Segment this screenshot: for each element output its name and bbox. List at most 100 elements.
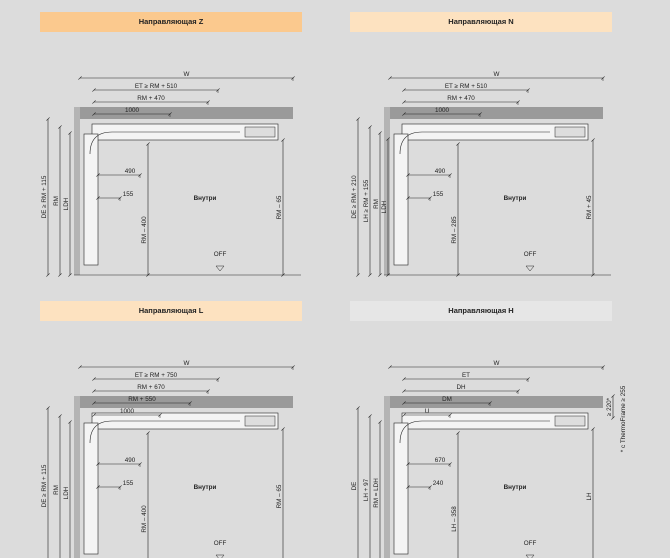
p2-dim-d1-label: ET ≥ RM + 750 xyxy=(135,372,178,379)
p3-dim-center-b-label: 240 xyxy=(433,480,444,487)
p0-dim-left-inner-label: LDH xyxy=(63,197,70,210)
p1-dim-center-c-tick-a xyxy=(456,142,460,146)
p3-dim-d4-label: U xyxy=(425,408,430,415)
p0-dim-left-outer-tick-b xyxy=(46,273,50,277)
p2-dim-center-c-label: RM – 400 xyxy=(141,505,148,533)
panel-title-z: Направляющая Z xyxy=(40,12,302,32)
p2-dim-center-b-label: 155 xyxy=(123,480,134,487)
p1-wall xyxy=(384,107,390,275)
p1-dim-center-a-tick-a xyxy=(406,173,410,177)
p0-wall xyxy=(74,107,80,275)
p1-dim-left-inner-tick-b xyxy=(378,273,382,277)
p1-off-arrow-icon xyxy=(525,265,535,272)
p3-dim-left-inner-tick-a xyxy=(378,420,382,424)
p0-dim-left-mid-label: RM xyxy=(53,196,60,206)
p2-dim-left-inner-label: LDH xyxy=(63,486,70,499)
p0-dim-center-c-label: RM – 400 xyxy=(141,216,148,244)
p1-ceiling xyxy=(384,107,603,119)
p3-dim-side-a-tick-a xyxy=(611,394,615,398)
p2-dim-right-label: RM – 65 xyxy=(276,484,283,508)
p0-dim-left-mid-tick-a xyxy=(58,125,62,129)
p1-dim-left-inner2-tick-a xyxy=(386,137,390,141)
p1-dim-d1-tick-a xyxy=(402,88,406,92)
p1-dim-left-outer-label: DE ≥ RM + 210 xyxy=(351,175,358,219)
p0-dim-d2-label: RM + 470 xyxy=(137,95,165,102)
panel-title-h: Направляющая H xyxy=(350,301,612,321)
p3-dim-center-a-tick-a xyxy=(406,462,410,466)
p1-dim-left-mid-tick-b xyxy=(368,273,372,277)
p0-dim-right-label: RM – 65 xyxy=(276,195,283,219)
p0-off-label: OFF xyxy=(214,251,227,258)
p1-dim-w-label: W xyxy=(494,71,500,78)
p2-drive-motor xyxy=(244,415,276,427)
p0-dim-left-outer-tick-a xyxy=(46,117,50,121)
p0-dim-d3-label: 1000 xyxy=(125,107,140,114)
p1-dim-left-inner2-tick-b xyxy=(386,273,390,277)
p1-dim-d3-tick-a xyxy=(402,112,406,116)
p1-dim-d2-tick-a xyxy=(402,100,406,104)
p0-dim-center-c-tick-a xyxy=(146,142,150,146)
p2-vertical-track xyxy=(83,422,99,555)
p2-dim-left-mid-label: RM xyxy=(53,485,60,495)
p2-dim-d2-tick-a xyxy=(92,389,96,393)
p2-wall xyxy=(74,396,80,558)
p1-drive-motor xyxy=(554,126,586,138)
p0-dim-d1-tick-a xyxy=(92,88,96,92)
p2-dim-left-inner-tick-a xyxy=(68,420,72,424)
p2-dim-d3-tick-a xyxy=(92,401,96,405)
p2-dim-left-outer-tick-a xyxy=(46,406,50,410)
p0-dim-d1-label: ET ≥ RM + 510 xyxy=(135,83,178,90)
p0-vertical-track xyxy=(83,133,99,266)
p1-dim-left-inner-tick-a xyxy=(378,131,382,135)
p2-dim-center-c-tick-a xyxy=(146,431,150,435)
p1-dim-center-c-tick-b xyxy=(456,273,460,277)
p2-off-label: OFF xyxy=(214,540,227,547)
p3-inside-label: Внутри xyxy=(504,484,527,491)
p0-dim-right-tick-a xyxy=(281,138,285,142)
p1-dim-left-inner-label: RM xyxy=(373,199,380,209)
p3-dim-left-inner-label: RM = LDH xyxy=(373,478,380,508)
p2-dim-d4-label: 1000 xyxy=(120,408,135,415)
panel-title-l: Направляющая L xyxy=(40,301,302,321)
p1-dim-d1-label: ET ≥ RM + 510 xyxy=(445,83,488,90)
p1-dim-w-tick-a xyxy=(388,76,392,80)
p2-dim-d1-tick-a xyxy=(92,377,96,381)
p0-dim-left-mid-tick-b xyxy=(58,273,62,277)
p2-ceiling xyxy=(74,396,293,408)
p3-dim-right-label: LH xyxy=(586,492,593,501)
p0-dim-center-c-tick-b xyxy=(146,273,150,277)
p3-dim-w-tick-a xyxy=(388,365,392,369)
p2-dim-w-tick-a xyxy=(78,365,82,369)
p0-dim-left-inner-tick-b xyxy=(68,273,72,277)
p1-dim-center-b-tick-a xyxy=(406,196,410,200)
p3-dim-d4-tick-a xyxy=(402,413,406,417)
p1-curved-track xyxy=(399,131,423,155)
p0-dim-center-b-tick-a xyxy=(96,196,100,200)
p0-off-arrow-icon xyxy=(215,265,225,272)
p2-dim-left-mid-tick-a xyxy=(58,414,62,418)
p1-dim-right-label: RM + 45 xyxy=(586,195,593,219)
p0-dim-left-inner-tick-a xyxy=(68,131,72,135)
p0-dim-d3-tick-a xyxy=(92,112,96,116)
p3-off-label: OFF xyxy=(524,540,537,547)
p1-dim-left-mid-tick-a xyxy=(368,125,372,129)
p0-dim-w-label: W xyxy=(184,71,190,78)
p0-dim-w-tick-a xyxy=(78,76,82,80)
p2-dim-center-b-tick-a xyxy=(96,485,100,489)
p1-dim-left-outer-tick-b xyxy=(356,273,360,277)
p3-dim-d1-tick-a xyxy=(402,377,406,381)
p1-dim-center-c-label: RM – 285 xyxy=(451,216,458,244)
p2-dim-right-tick-a xyxy=(281,427,285,431)
p3-dim-left-mid-label: LH + 97 xyxy=(363,478,370,501)
p2-curved-track xyxy=(89,420,113,444)
p0-dim-right-tick-b xyxy=(281,273,285,277)
p0-inside-label: Внутри xyxy=(194,195,217,202)
p3-curved-track xyxy=(399,420,423,444)
p3-dim-center-c-tick-a xyxy=(456,431,460,435)
p0-dim-center-a-tick-a xyxy=(96,173,100,177)
p3-dim-d3-label: DM xyxy=(442,396,452,403)
p2-dim-center-a-tick-a xyxy=(96,462,100,466)
p3-dim-left-outer-label: DE xyxy=(351,482,358,491)
